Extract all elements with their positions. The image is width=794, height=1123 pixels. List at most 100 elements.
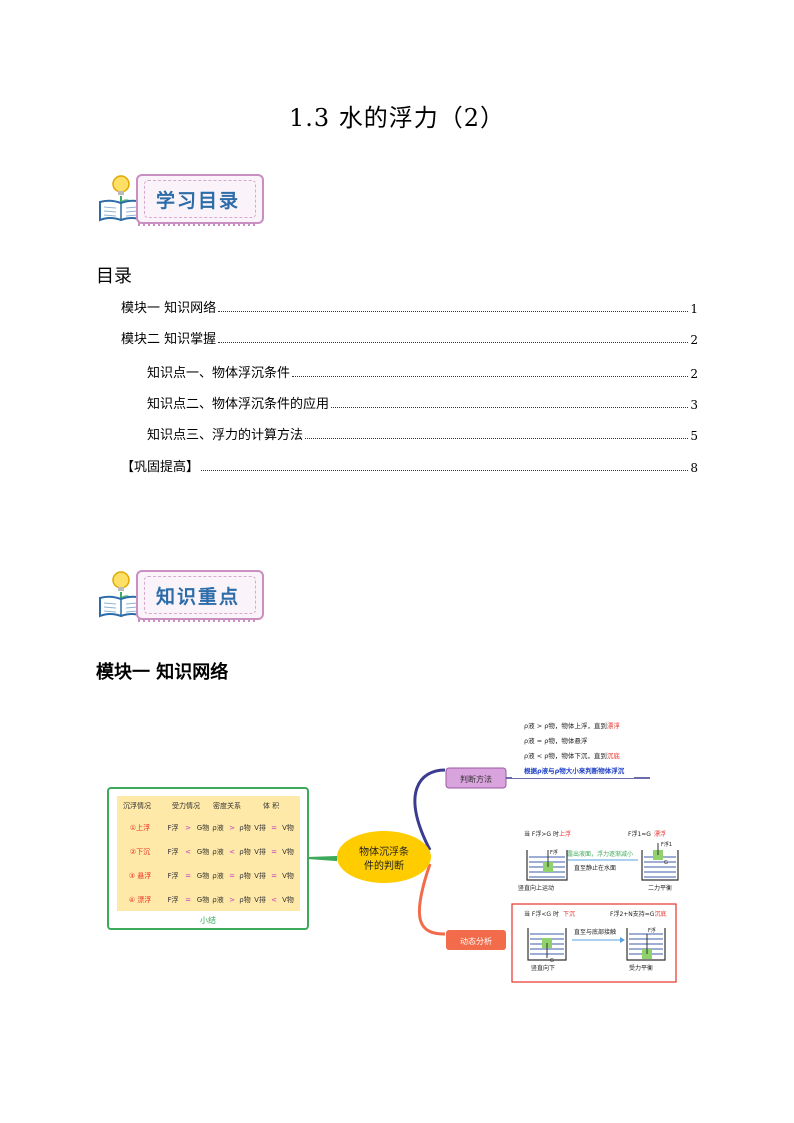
summary-caption: 小结: [200, 915, 216, 925]
summary-cell: V排: [254, 823, 266, 832]
summary-cell: ρ液: [212, 895, 223, 904]
up-condition: 当 F浮>G 时上浮: [524, 830, 571, 838]
summary-state-cell: ①上浮: [130, 823, 150, 832]
toc-entry[interactable]: 知识点三、浮力的计算方法 5: [147, 425, 698, 443]
toc-entry-text: 【巩固提高】: [121, 460, 200, 475]
key-points-banner: 知识重点: [96, 568, 266, 622]
judge-line: ρ液 > ρ物，物体上浮，直到漂浮: [524, 721, 620, 730]
toc-entry-text: 知识点二、物体浮沉条件的应用: [147, 397, 330, 412]
toc-entry-page: 1: [690, 302, 698, 316]
summary-header-cell: 受力情况: [172, 801, 200, 810]
summary-cell: ρ物: [239, 823, 250, 832]
judge-method-panel: [512, 716, 634, 778]
up-right-caption: 二力平衡: [648, 884, 672, 892]
down-left-caption: 竖直向下: [531, 964, 555, 972]
toc-entry-page: 5: [690, 429, 698, 443]
center-node-line1: 物体沉浮条: [359, 845, 409, 858]
summary-cell: G物: [197, 847, 209, 856]
mindmap-diagram: 物体沉浮条 件的判断 沉浮情况 受力情况 密度关系 体 积 ①上浮 F浮 > G…: [107, 716, 679, 983]
summary-cell: F浮: [167, 823, 178, 832]
summary-cell: <: [229, 848, 235, 856]
summary-cell: G物: [197, 871, 209, 880]
summary-table-row: ③ 悬浮 F浮 = G物 ρ液 = ρ物 V排 = V物: [129, 871, 294, 880]
connector-summary: [307, 855, 337, 862]
center-node: [337, 831, 431, 883]
down-final: F浮2+N支持=G沉底: [610, 910, 666, 918]
summary-cell: F浮: [167, 871, 178, 880]
summary-cell: ρ物: [239, 871, 250, 880]
summary-header-cell: 体 积: [263, 801, 279, 810]
summary-table-row: ②下沉 F浮 < G物 ρ液 < ρ物 V排 = V物: [130, 847, 294, 856]
judge-line: ρ液 < ρ物，物体下沉，直到沉底: [524, 751, 620, 760]
summary-cell: V排: [254, 895, 266, 904]
summary-cell: ρ物: [239, 895, 250, 904]
summary-cell: V排: [254, 871, 266, 880]
summary-cell: V物: [282, 871, 294, 880]
up-process-line2: 直至静止在水面: [574, 864, 616, 872]
summary-cell: ρ液: [212, 847, 223, 856]
down-condition: 当 F浮<G 时下沉: [524, 910, 575, 918]
summary-cell: ρ液: [212, 871, 223, 880]
catalog-banner: 学习目录: [96, 172, 266, 226]
summary-cell: <: [271, 896, 277, 904]
catalog-banner-label: 学习目录: [156, 190, 241, 212]
toc-entry-page: 2: [690, 367, 698, 381]
down-process: 直至与底部接触: [574, 928, 616, 936]
force-label: G: [550, 958, 554, 964]
toc-entry-text: 知识点三、浮力的计算方法: [147, 428, 304, 443]
dynamic-down-content: 当 F浮<G 时下沉 F浮2+N支持=G沉底 G 竖直向下 直至与底部接触 F浮…: [524, 910, 666, 972]
judge-method-label: 判断方法: [460, 774, 492, 784]
toc-entry-page: 2: [690, 333, 698, 347]
dynamic-down-panel: [511, 903, 677, 983]
module1-heading: 模块一 知识网络: [96, 662, 229, 683]
summary-cell: >: [229, 824, 235, 832]
summary-cell: G物: [197, 823, 209, 832]
summary-cell: ρ液: [212, 823, 223, 832]
summary-cell: V物: [282, 847, 294, 856]
toc-entry-text: 知识点一、物体浮沉条件: [147, 366, 291, 381]
summary-cell: =: [185, 872, 191, 880]
summary-cell: ρ物: [239, 847, 250, 856]
summary-table-row: ④ 漂浮 F浮 = G物 ρ液 > ρ物 V排 < V物: [129, 895, 294, 904]
summary-cell: F浮: [167, 847, 178, 856]
summary-cell: =: [185, 896, 191, 904]
toc-entry-text: 模块二 知识掌握: [121, 332, 217, 347]
summary-cell: V物: [282, 895, 294, 904]
down-right-caption: 受力平衡: [629, 964, 653, 972]
up-process-line1: 露出液面，浮力逐渐减小: [567, 850, 633, 858]
force-label: F浮1: [661, 841, 672, 848]
dynamic-analysis-node: [446, 930, 506, 950]
summary-state-cell: ④ 漂浮: [129, 895, 152, 904]
toc-heading: 目录: [96, 266, 132, 287]
dynamic-analysis-label: 动态分析: [460, 936, 492, 946]
toc-entry[interactable]: 知识点一、物体浮沉条件 2: [147, 363, 698, 381]
toc-entry[interactable]: 模块一 知识网络 1: [121, 298, 698, 316]
summary-cell: >: [185, 824, 191, 832]
toc-entry[interactable]: 知识点二、物体浮沉条件的应用 3: [147, 394, 698, 412]
summary-cell: V物: [282, 823, 294, 832]
toc-entry-text: 模块一 知识网络: [121, 301, 217, 316]
summary-header-cell: 沉浮情况: [123, 801, 151, 810]
toc-entry[interactable]: 【巩固提高】 8: [121, 457, 698, 475]
judge-rule: 根据ρ液与ρ物大小来判断物体浮沉: [524, 766, 625, 775]
document-title: 1.3 水的浮力（2）: [288, 104, 506, 132]
toc-entry[interactable]: 模块二 知识掌握 2: [121, 329, 698, 347]
summary-cell: F浮: [167, 895, 178, 904]
toc-entry-page: 3: [690, 398, 698, 412]
judge-line: ρ液 = ρ物，物体悬浮: [524, 736, 588, 745]
summary-state-cell: ②下沉: [130, 848, 150, 856]
up-left-caption: 竖直向上运动: [518, 884, 554, 892]
summary-table-header: 沉浮情况 受力情况 密度关系 体 积: [123, 801, 279, 810]
summary-table-bg: [117, 796, 300, 911]
toc-entry-page: 8: [690, 461, 698, 475]
summary-cell: =: [271, 872, 277, 880]
summary-state-cell: ③ 悬浮: [129, 871, 152, 880]
connector-judge: [413, 768, 446, 851]
center-node-line2: 件的判断: [364, 859, 404, 872]
summary-cell: =: [271, 824, 277, 832]
summary-cell: =: [271, 848, 277, 856]
summary-header-cell: 密度关系: [213, 801, 241, 810]
summary-cell: >: [229, 896, 235, 904]
